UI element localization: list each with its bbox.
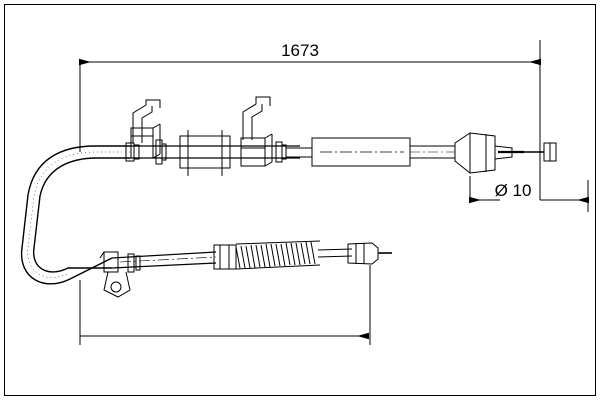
lower-connector-sleeve bbox=[213, 244, 237, 270]
damper-block bbox=[179, 130, 231, 176]
terminal-eyelet bbox=[524, 142, 557, 162]
mounting-bracket-1 bbox=[130, 99, 161, 159]
lower-mounting-bracket bbox=[99, 251, 141, 298]
dimension-diameter-label: Ø 10 bbox=[495, 181, 532, 200]
cable-sheath-inner-top bbox=[33, 157, 130, 273]
cable-tube-body bbox=[311, 137, 411, 167]
coil-spring bbox=[235, 240, 321, 270]
dimension-overall-length bbox=[79, 40, 541, 200]
dimension-length-label: 1673 bbox=[281, 41, 319, 60]
drawing-frame bbox=[4, 4, 596, 396]
cable-centerline-bend bbox=[27, 151, 130, 278]
part-geometry bbox=[20, 40, 589, 345]
dimension-diameter bbox=[469, 176, 589, 212]
cable-sheath-outer-top bbox=[20, 145, 130, 285]
collar-ring-b bbox=[275, 141, 287, 163]
collar-ring-a bbox=[155, 139, 167, 165]
dimension-lower-reference bbox=[79, 265, 371, 345]
mounting-bracket-2 bbox=[240, 96, 273, 167]
lower-end-clip bbox=[347, 242, 392, 265]
end-fitting-cone bbox=[454, 132, 524, 174]
